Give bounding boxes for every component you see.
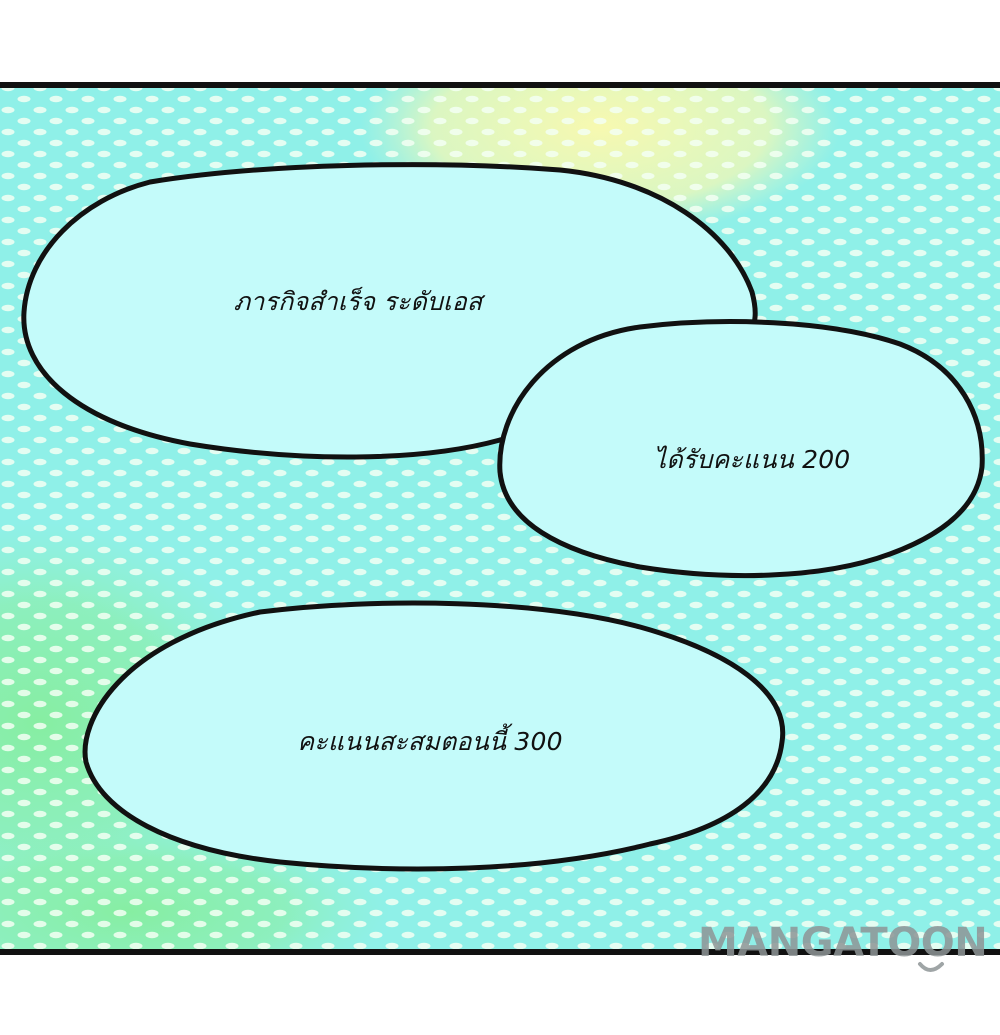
panel-artwork (0, 82, 1000, 955)
speech-bubble-bottom (82, 600, 786, 872)
bubble-text-points-earned: ได้รับคะแนน 200 (653, 445, 851, 474)
bubble-text-total-points: คะแนนสะสมตอนนี้ 300 (297, 727, 563, 756)
watermark-smile-icon (918, 962, 944, 972)
mangatoon-watermark: MANGATOON (698, 920, 998, 980)
speech-bubble-right (497, 319, 985, 579)
bubble-text-mission-complete: ภารกิจสำเร็จ ระดับเอส (233, 287, 483, 316)
watermark-brand-text: MANGATOON (698, 920, 988, 966)
comic-panel (0, 82, 1000, 955)
